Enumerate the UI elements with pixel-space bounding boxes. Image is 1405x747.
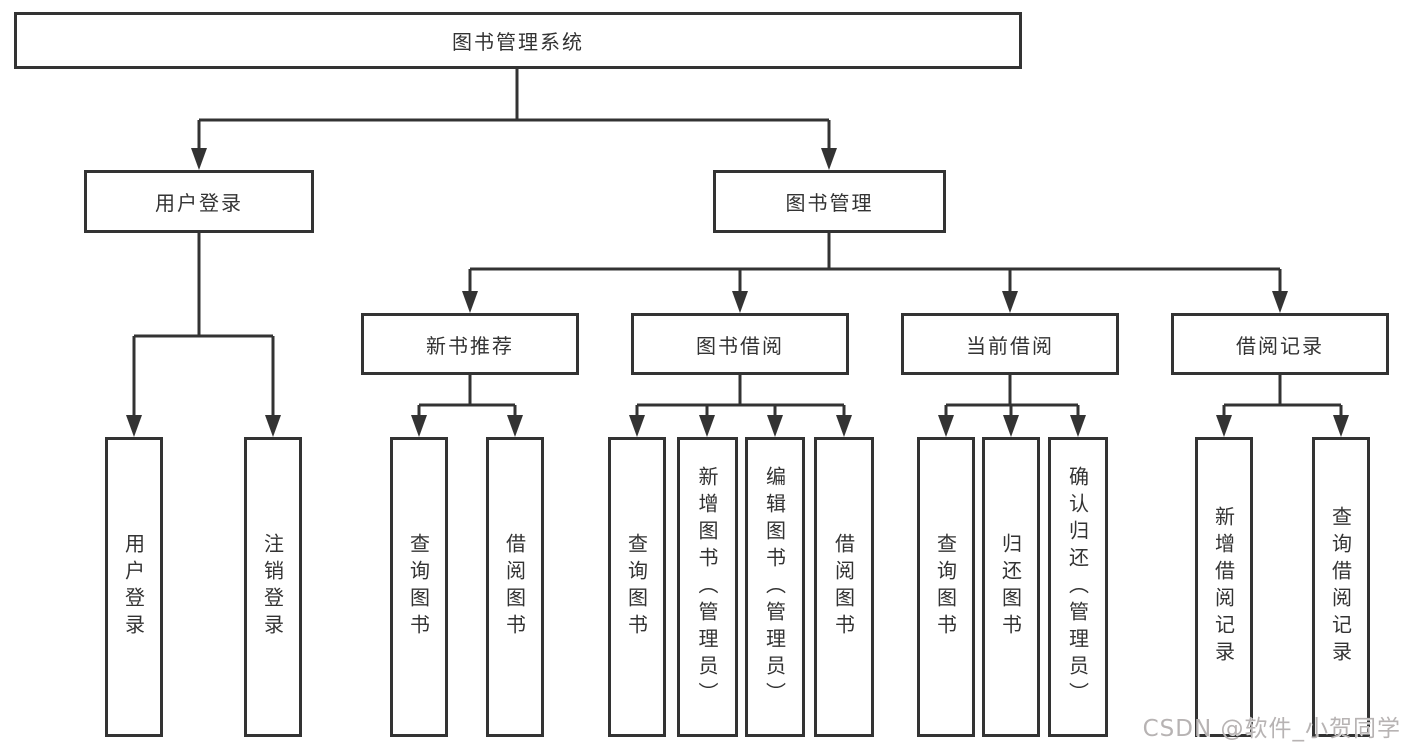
leaf-borrow-books-2-label: 借阅图书 [831, 533, 856, 641]
leaf-add-book-admin-label: 新增图书（管理员） [695, 465, 719, 709]
leaf-confirm-return-admin-label: 确认归还（管理员） [1065, 465, 1090, 709]
node-book-management-label: 图书管理 [785, 191, 874, 215]
leaf-user-login-label: 用户登录 [121, 533, 146, 641]
leaf-confirm-return-admin: 确认归还（管理员） [1048, 437, 1108, 737]
node-book-borrowing: 图书借阅 [631, 313, 849, 375]
leaf-query-books-current: 查询图书 [917, 437, 975, 737]
leaf-edit-book-admin-label: 编辑图书（管理员） [762, 465, 787, 709]
leaf-borrow-books-2: 借阅图书 [814, 437, 874, 737]
leaf-user-login: 用户登录 [105, 437, 163, 737]
leaf-add-borrow-record-label: 新增借阅记录 [1211, 506, 1236, 668]
leaf-return-books: 归还图书 [982, 437, 1040, 737]
node-book-borrowing-label: 图书借阅 [696, 333, 784, 358]
leaf-query-books-recommend-label: 查询图书 [406, 533, 431, 641]
node-current-borrowing: 当前借阅 [901, 313, 1119, 375]
node-book-management: 图书管理 [713, 170, 946, 233]
leaf-edit-book-admin: 编辑图书（管理员） [745, 437, 805, 737]
leaf-query-books-current-label: 查询图书 [933, 533, 958, 641]
leaf-add-borrow-record: 新增借阅记录 [1195, 437, 1253, 737]
leaf-add-book-admin: 新增图书（管理员） [677, 437, 738, 737]
leaf-borrow-books-recommend: 借阅图书 [486, 437, 544, 737]
leaf-query-borrow-record-label: 查询借阅记录 [1328, 506, 1353, 668]
leaf-query-books-borrowing-label: 查询图书 [624, 533, 649, 641]
node-library-management-system: 图书管理系统 [14, 12, 1022, 69]
node-new-book-recommend: 新书推荐 [361, 313, 579, 375]
node-library-management-system-label: 图书管理系统 [452, 30, 584, 54]
leaf-return-books-label: 归还图书 [998, 533, 1023, 641]
leaf-borrow-books-recommend-label: 借阅图书 [502, 533, 527, 641]
node-borrowing-records-label: 借阅记录 [1236, 333, 1324, 358]
watermark: CSDN @软件_小贺同学 [1142, 716, 1401, 742]
node-user-login-label: 用户登录 [155, 191, 243, 215]
leaf-query-books-recommend: 查询图书 [390, 437, 448, 737]
leaf-logout: 注销登录 [244, 437, 302, 737]
leaf-logout-label: 注销登录 [260, 533, 285, 641]
node-borrowing-records: 借阅记录 [1171, 313, 1389, 375]
node-new-book-recommend-label: 新书推荐 [426, 333, 514, 358]
leaf-query-borrow-record: 查询借阅记录 [1312, 437, 1370, 737]
node-user-login: 用户登录 [84, 170, 314, 233]
leaf-query-books-borrowing: 查询图书 [608, 437, 666, 737]
arrowheads [126, 148, 1349, 437]
node-current-borrowing-label: 当前借阅 [966, 333, 1054, 358]
